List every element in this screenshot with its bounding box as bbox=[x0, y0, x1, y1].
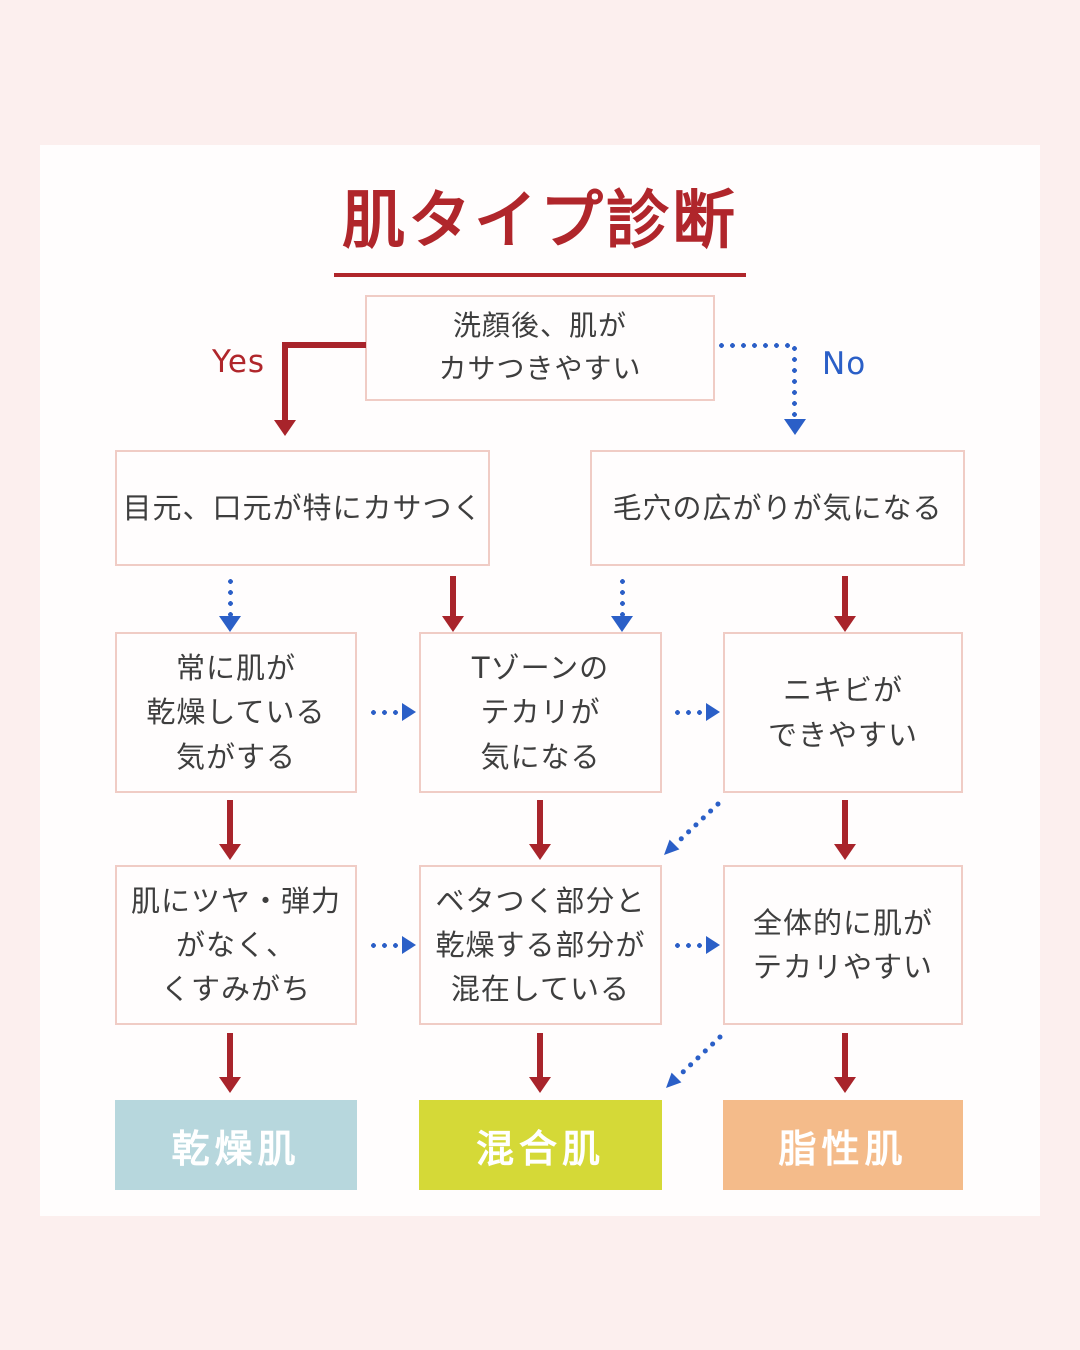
dotted-arrow-dryarea-to-alwaysdry bbox=[228, 576, 233, 618]
arrow-pores-to-acne bbox=[842, 576, 848, 618]
page-title: 肌タイプ診断 bbox=[334, 170, 746, 277]
arrowhead-acne-to-shiny-icon bbox=[834, 844, 856, 860]
arrowhead-pores-to-tzone-icon bbox=[611, 616, 633, 632]
dotted-arrow-mixed-to-shiny bbox=[672, 943, 706, 948]
no-label: No bbox=[822, 346, 867, 382]
arrowhead-mixed-to-shiny-icon bbox=[706, 936, 720, 954]
dotted-diagonal-arrow-shiny-to-combination bbox=[666, 1034, 723, 1088]
yes-arrow-horizontal bbox=[282, 342, 366, 348]
yes-arrowhead-icon bbox=[274, 420, 296, 436]
arrowhead-mixed-to-combination-result-icon bbox=[529, 1077, 551, 1093]
dotted-arrow-alwaysdry-to-tzone bbox=[368, 710, 402, 715]
result-oily-skin: 脂性肌 bbox=[723, 1100, 963, 1190]
arrow-alwaysdry-to-dull bbox=[227, 800, 233, 846]
arrowhead-dull-to-mixed-icon bbox=[402, 936, 416, 954]
node-start: 洗顔後、肌が カサつきやすい bbox=[365, 295, 715, 401]
arrowhead-dryarea-to-alwaysdry-icon bbox=[219, 616, 241, 632]
node-pores: 毛穴の広がりが気になる bbox=[590, 450, 965, 566]
arrowhead-alwaysdry-to-dull-icon bbox=[219, 844, 241, 860]
no-arrowhead-icon bbox=[784, 419, 806, 435]
arrowhead-pores-to-acne-icon bbox=[834, 616, 856, 632]
node-tzone: Tゾーンの テカリが 気になる bbox=[419, 632, 662, 793]
arrowhead-dryarea-to-tzone-icon bbox=[442, 616, 464, 632]
arrow-dull-to-dry-result bbox=[227, 1033, 233, 1079]
dotted-arrow-tzone-to-acne bbox=[672, 710, 706, 715]
arrow-acne-to-shiny bbox=[842, 800, 848, 846]
node-mixed: ベタつく部分と 乾燥する部分が 混在している bbox=[419, 865, 662, 1025]
yes-arrow-vertical bbox=[282, 342, 288, 422]
arrowhead-shiny-to-oily-result-icon bbox=[834, 1077, 856, 1093]
arrow-mixed-to-combination-result bbox=[537, 1033, 543, 1079]
no-arrow-horizontal bbox=[716, 343, 796, 348]
arrow-shiny-to-oily-result bbox=[842, 1033, 848, 1079]
arrow-tzone-to-mixed bbox=[537, 800, 543, 846]
dotted-diagonal-arrow-acne-to-mixed bbox=[664, 801, 721, 855]
arrow-dryarea-to-tzone bbox=[450, 576, 456, 618]
result-combination-skin: 混合肌 bbox=[419, 1100, 662, 1190]
title-row: 肌タイプ診断 bbox=[0, 170, 1080, 277]
node-shiny: 全体的に肌が テカリやすい bbox=[723, 865, 963, 1025]
dotted-arrow-pores-to-tzone bbox=[620, 576, 625, 618]
result-dry-skin: 乾燥肌 bbox=[115, 1100, 357, 1190]
arrowhead-tzone-to-acne-icon bbox=[706, 703, 720, 721]
yes-label: Yes bbox=[212, 344, 266, 380]
node-acne: ニキビが できやすい bbox=[723, 632, 963, 793]
arrowhead-dull-to-dry-result-icon bbox=[219, 1077, 241, 1093]
node-always-dry: 常に肌が 乾燥している 気がする bbox=[115, 632, 357, 793]
node-dry-area: 目元、口元が特にカサつく bbox=[115, 450, 490, 566]
arrowhead-tzone-to-mixed-icon bbox=[529, 844, 551, 860]
arrowhead-alwaysdry-to-tzone-icon bbox=[402, 703, 416, 721]
node-dull: 肌にツヤ・弾力 がなく、 くすみがち bbox=[115, 865, 357, 1025]
no-arrow-vertical bbox=[792, 343, 797, 421]
dotted-arrow-dull-to-mixed bbox=[368, 943, 402, 948]
